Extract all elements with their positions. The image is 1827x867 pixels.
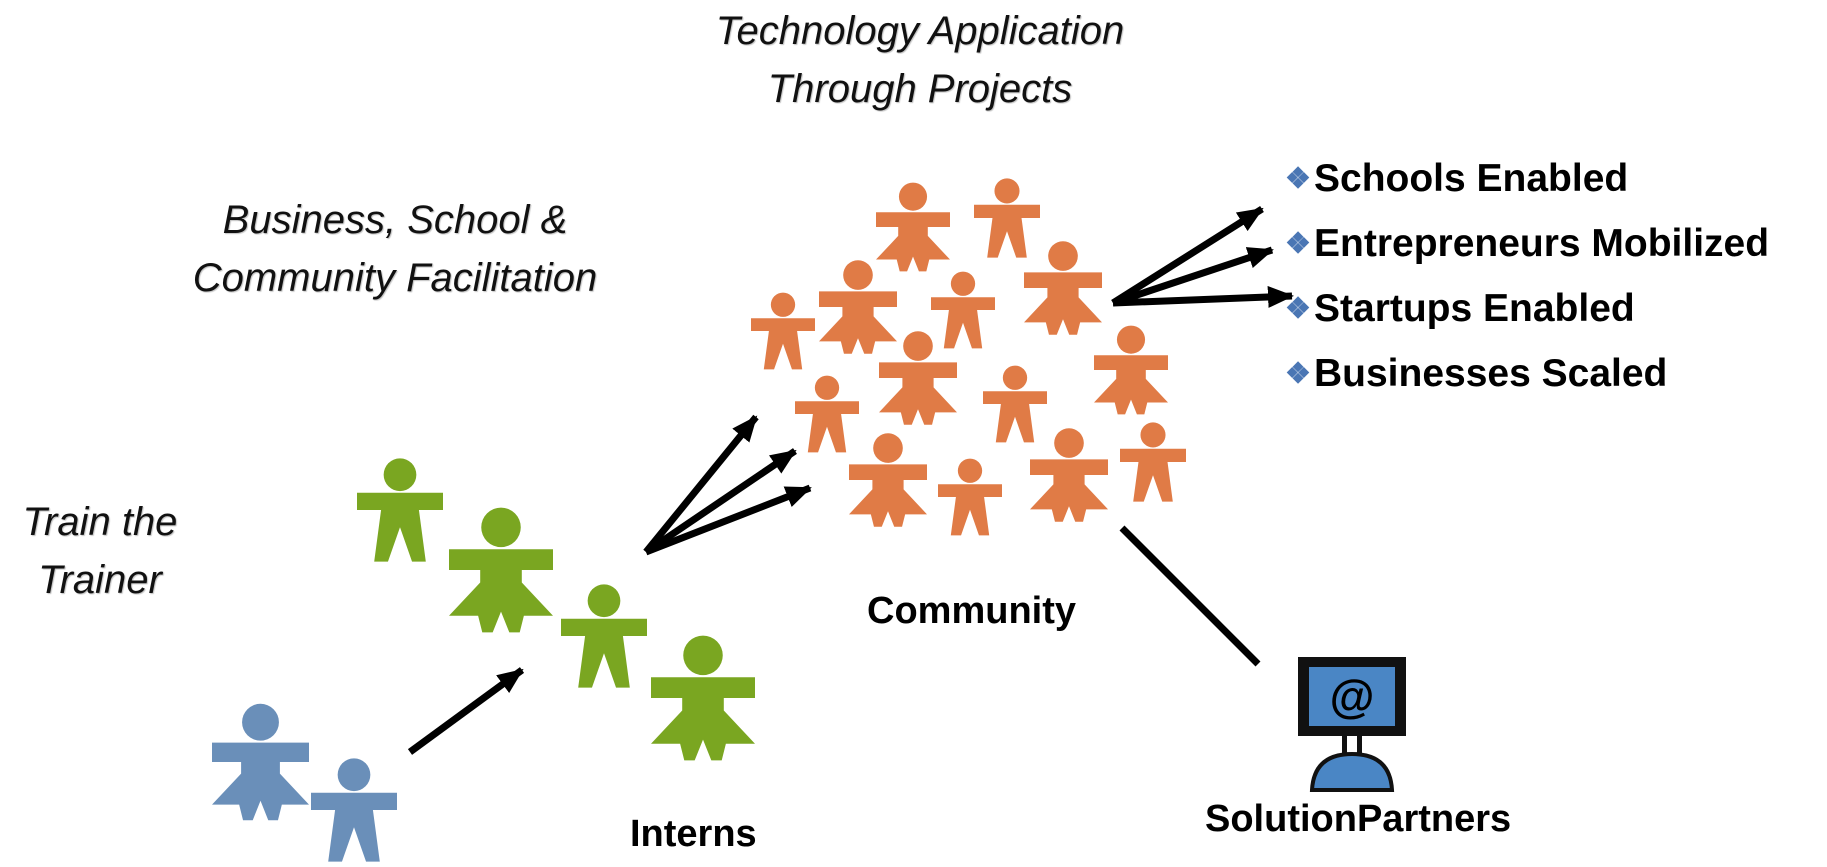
community-figure: [931, 271, 995, 349]
arrow-trainers-to-interns: [407, 667, 525, 755]
arrow-community-to-outcome-1: [1111, 206, 1264, 306]
community-figure: [1094, 325, 1168, 415]
community-figures-group: [751, 178, 1186, 536]
arrow-community-to-outcome-3: [1112, 285, 1294, 308]
caption-technology-application: Technology Application Through Projects: [715, 9, 1125, 111]
intern-figure: [357, 458, 443, 562]
caption-business-school-community: Business, School & Community Facilitatio…: [192, 198, 598, 300]
arrow-interns-to-community-3: [644, 484, 812, 556]
at-sign: @: [1330, 670, 1375, 722]
outcome-item: ❖Entrepreneurs Mobilized: [1285, 222, 1770, 265]
community-figure: [983, 365, 1047, 443]
community-figure: [751, 292, 815, 370]
trainer-figures-group: [212, 703, 397, 862]
community-figure: [876, 182, 950, 272]
arrow-interns-to-community-1: [643, 414, 759, 555]
community-figure: [795, 375, 859, 453]
diamond-bullet-icon: ❖: [1285, 228, 1311, 260]
intern-figures-group: [357, 458, 755, 761]
community-figure: [938, 458, 1002, 536]
connector-community-to-partners: [1119, 525, 1261, 667]
community-figure: [1030, 428, 1108, 522]
computer-monitor-icon: @: [1298, 657, 1406, 792]
label-community: Community: [867, 590, 1076, 632]
outcome-item: ❖Businesses Scaled: [1285, 352, 1668, 395]
community-figure: [1024, 241, 1102, 335]
diamond-bullet-icon: ❖: [1285, 293, 1311, 325]
arrow-community-to-outcome-2: [1111, 246, 1274, 307]
outcomes-list: ❖Schools Enabled ❖Entrepreneurs Mobilize…: [1285, 148, 1769, 408]
intern-figure: [449, 507, 553, 633]
intern-figure: [651, 635, 755, 761]
diamond-bullet-icon: ❖: [1285, 163, 1311, 195]
arrow-interns-to-community-2: [644, 448, 797, 555]
community-figure: [974, 178, 1040, 258]
community-figure: [1120, 422, 1186, 502]
caption-train-the-trainer: Train the Trainer: [22, 500, 178, 602]
trainer-figure: [212, 703, 309, 821]
intern-figure: [561, 584, 647, 688]
diamond-bullet-icon: ❖: [1285, 358, 1311, 390]
outcome-item: ❖Startups Enabled: [1285, 287, 1635, 330]
community-figure: [849, 433, 927, 527]
trainer-figure: [311, 758, 397, 862]
label-solution-partners: SolutionPartners: [1205, 798, 1512, 840]
community-figure: [819, 260, 897, 354]
outcome-item: ❖Schools Enabled: [1285, 157, 1629, 200]
label-interns: Interns: [630, 813, 757, 855]
